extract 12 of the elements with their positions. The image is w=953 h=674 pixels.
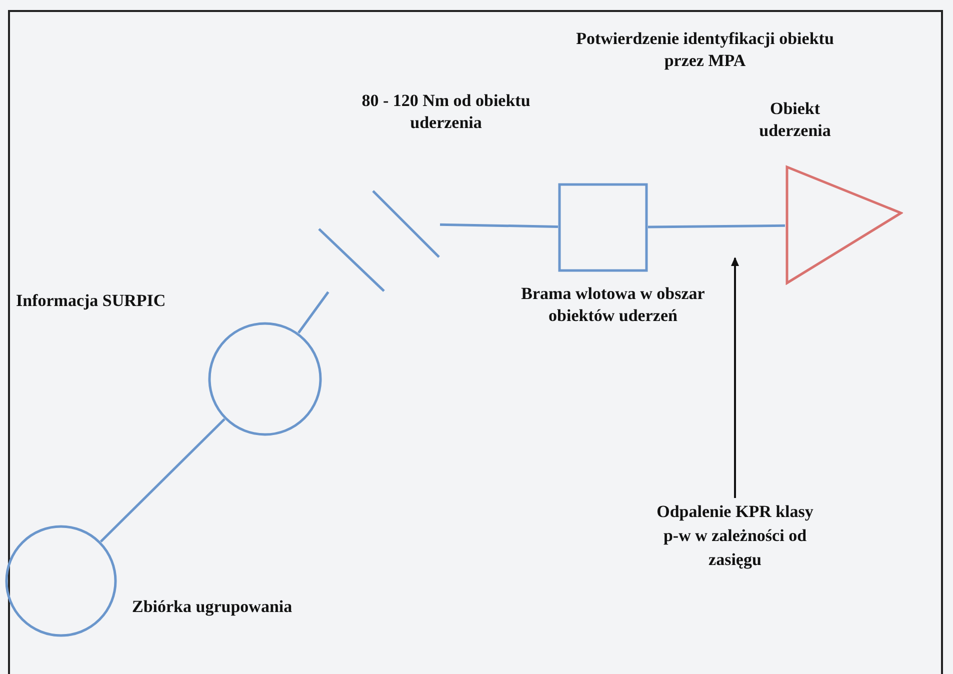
connector-line [100, 418, 226, 542]
connector-line [440, 223, 558, 228]
note-text: Potwierdzenie identyfikacji obiektu przez MPA [576, 29, 834, 70]
connector-line [648, 224, 786, 228]
note-text: 80 - 120 Nm od obiektu uderzenia [362, 91, 530, 132]
shape-caption: Informacja SURPIC [16, 291, 166, 310]
shape-caption: Obiekt uderzenia [759, 99, 831, 140]
shape-caption: Zbiórka ugrupowania [132, 597, 292, 616]
arrow [731, 257, 739, 498]
connector-line [298, 291, 330, 334]
shape-caption: Brama wlotowa w obszar obiektów uderzeń [521, 284, 705, 325]
node-text: Odpalenie KPR klasy p-w w zależności od zasięgu [656, 501, 814, 571]
